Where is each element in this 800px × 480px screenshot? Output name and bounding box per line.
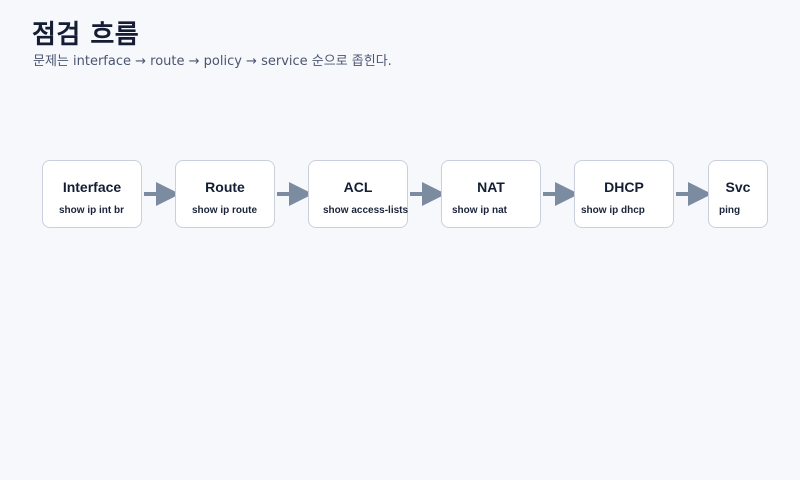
flow-arrow <box>543 182 579 206</box>
page-subtitle: 문제는 interface → route → policy → service… <box>33 54 392 69</box>
step-title: Svc <box>725 179 751 195</box>
step-title: ACL <box>343 179 373 195</box>
step-title: NAT <box>477 179 505 195</box>
flow-arrow <box>410 182 446 206</box>
step-acl: ACL show access-lists <box>308 160 408 228</box>
step-title: DHCP <box>604 179 644 195</box>
step-svc: Svc ping <box>708 160 768 228</box>
step-command: show access-lists <box>323 205 409 216</box>
step-command: show ip dhcp <box>581 205 645 216</box>
step-command: show ip nat <box>452 205 507 216</box>
step-title: Route <box>205 179 245 195</box>
step-interface: Interface show ip int br <box>42 160 142 228</box>
step-command: show ip int br <box>59 205 124 216</box>
step-title: Interface <box>62 179 122 195</box>
step-nat: NAT show ip nat <box>441 160 541 228</box>
flow-arrow <box>144 182 180 206</box>
page-title: 점검 흐름 <box>32 20 140 50</box>
flow-arrow <box>277 182 313 206</box>
step-command: ping <box>719 205 741 216</box>
step-command: show ip route <box>192 205 257 216</box>
step-dhcp: DHCP show ip dhcp <box>574 160 674 228</box>
step-route: Route show ip route <box>175 160 275 228</box>
flow-arrow <box>676 182 712 206</box>
